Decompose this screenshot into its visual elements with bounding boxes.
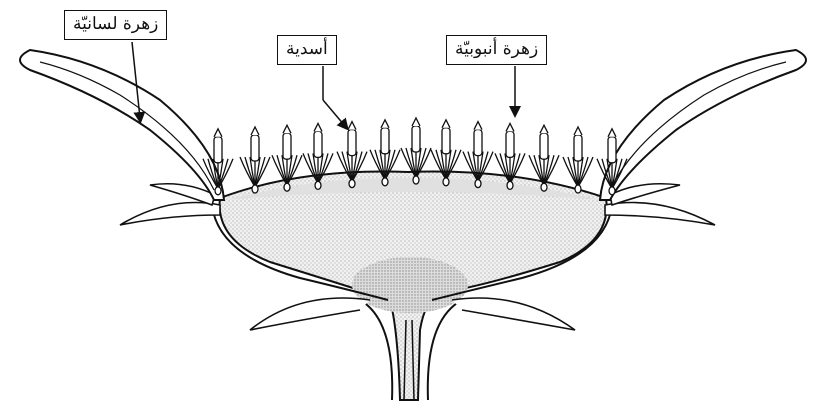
ray-floret-label: زهرة لسانيّة xyxy=(64,10,167,40)
tubular-floret-label: زهرة أنبوبيّة xyxy=(446,35,547,65)
ray-floret-left xyxy=(20,50,224,200)
bract-left-1 xyxy=(120,203,220,226)
bract-left-low xyxy=(250,298,370,330)
tubular-floret xyxy=(240,127,270,193)
stalk-right xyxy=(428,300,462,400)
tubular-floret xyxy=(563,127,593,193)
bract-right-low xyxy=(452,298,575,330)
receptacle-core xyxy=(352,257,468,313)
bract-left-2 xyxy=(150,184,215,205)
bract-right-1 xyxy=(605,203,715,226)
stamens-arrow-h xyxy=(323,100,345,126)
bract-right-2 xyxy=(610,184,680,205)
stamens-label: أسدية xyxy=(277,35,337,65)
ray-floret-right xyxy=(600,50,806,200)
stalk-left xyxy=(360,300,392,400)
